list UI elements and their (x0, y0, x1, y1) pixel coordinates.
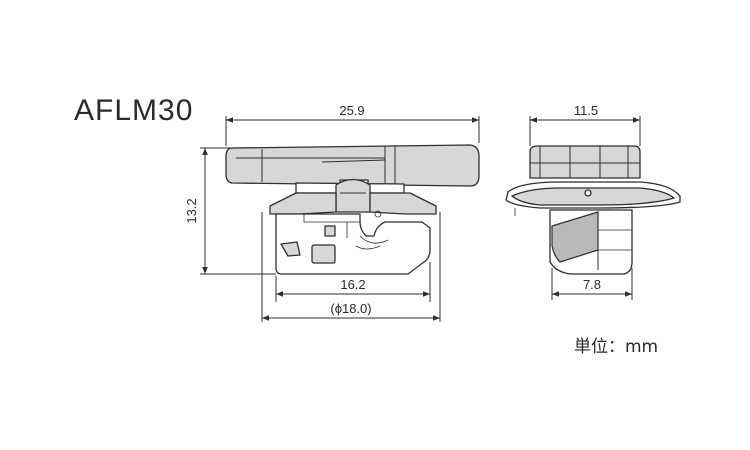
front-window-small (324, 225, 336, 237)
front-view (225, 144, 480, 275)
side-flange-shade (511, 187, 675, 206)
dim-width-base: 16.2 (340, 277, 365, 292)
side-view (505, 145, 681, 275)
unit-label: 単位：mm (574, 337, 659, 357)
dim-height: 13.2 (184, 198, 199, 223)
front-left-wing (269, 192, 337, 215)
dim-width-top: 25.9 (339, 103, 364, 118)
dim-side-base: 7.8 (583, 277, 601, 292)
front-base-block (275, 213, 431, 275)
front-center-clip (335, 178, 371, 213)
front-right-wing (369, 192, 437, 215)
side-lower-shade (551, 211, 599, 263)
dim-hole-diameter: (ϕ18.0) (330, 301, 371, 316)
dim-side-width: 11.5 (574, 103, 598, 118)
side-top-head (529, 145, 641, 179)
side-dimensions: 11.5 7.8 (529, 103, 641, 300)
front-top-cap (225, 144, 480, 187)
front-window-large (311, 244, 336, 264)
front-tab-left (280, 241, 301, 257)
front-dimensions: 25.9 13.2 16.2 (ϕ18.0) (184, 103, 480, 322)
part-number-title: AFLM30 (74, 94, 194, 127)
